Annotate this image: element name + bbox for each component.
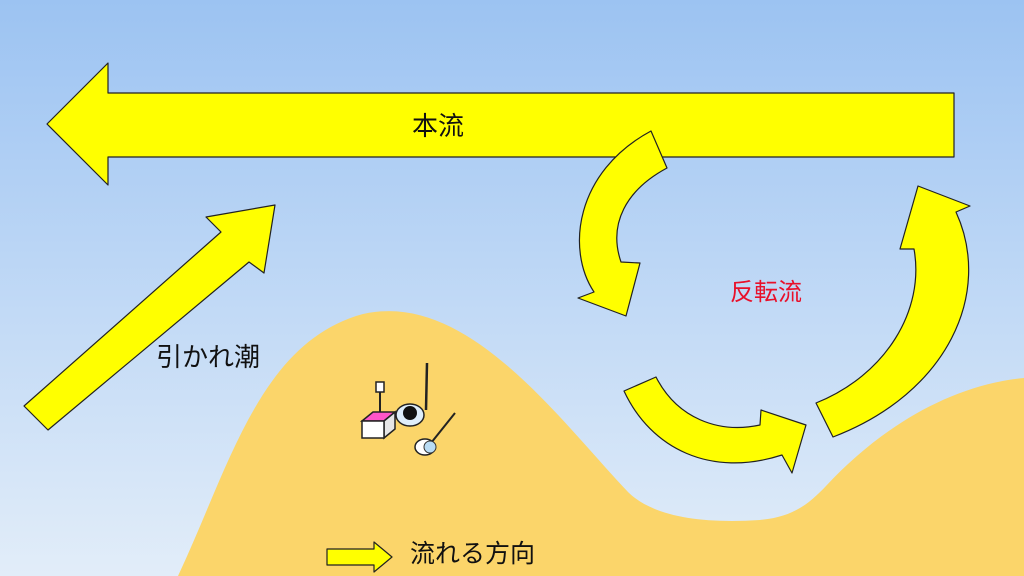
angler-icon <box>395 403 425 427</box>
reverse-current-arrow-2 <box>623 376 807 474</box>
reverse-current-arrow-1 <box>577 130 668 317</box>
reverse-current-arrow-3 <box>815 185 971 438</box>
main-current-label: 本流 <box>412 112 465 142</box>
reverse-current-label: 反転流 <box>730 278 802 306</box>
legend-label: 流れる方向 <box>410 539 536 568</box>
legend-arrow <box>326 541 393 573</box>
angler-scene <box>359 362 456 456</box>
fishing-rod-icon <box>424 362 429 411</box>
main-current-arrow <box>46 62 955 186</box>
sand-shore <box>178 311 1024 576</box>
rip-current-arrow <box>23 204 276 431</box>
landing-net-icon <box>423 412 456 454</box>
cooler-box-icon <box>359 381 398 440</box>
rip-current-label: 引かれ潮 <box>156 343 261 373</box>
